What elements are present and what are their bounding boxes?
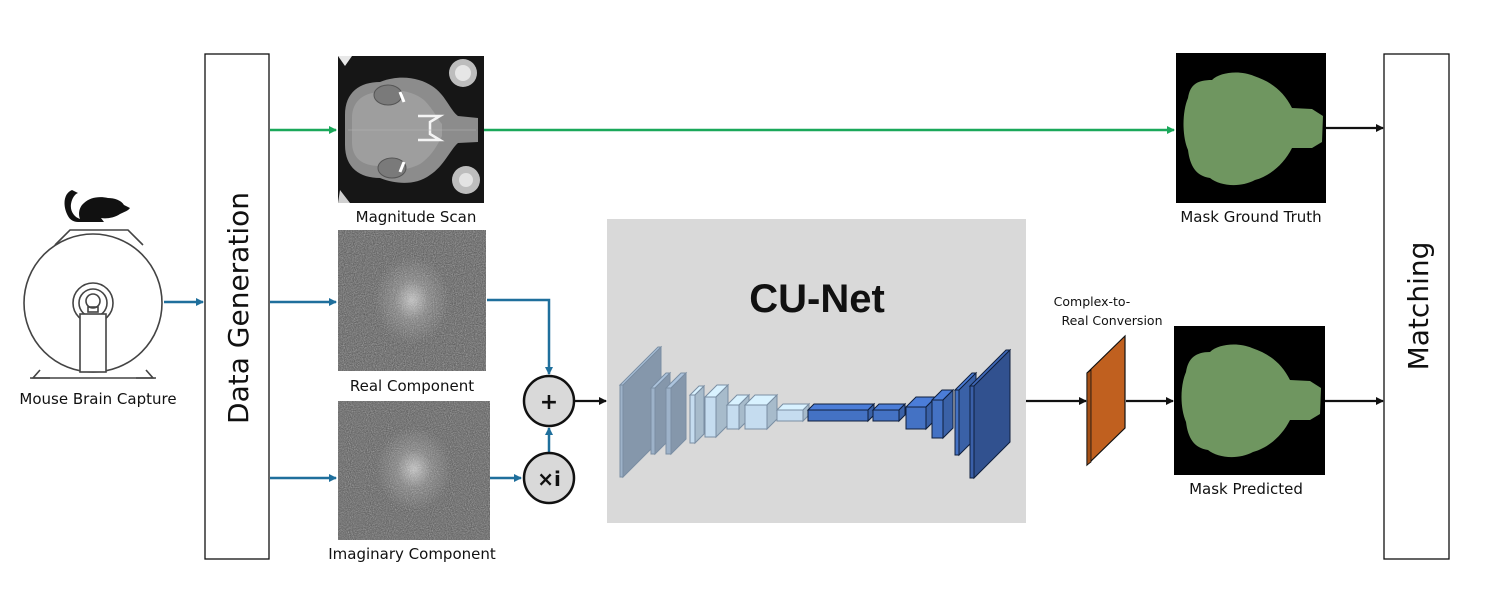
conversion-label-line2: Real Conversion (1061, 313, 1162, 328)
mask-predicted-image (1174, 326, 1325, 475)
cunet-title: CU-Net (749, 277, 885, 321)
cunet-architecture (618, 345, 1012, 480)
encoder-layer-4 (688, 384, 706, 445)
encoder-layer-7 (743, 393, 779, 431)
add-operator: + (522, 374, 576, 428)
data-generation-box (204, 53, 270, 560)
edge-real-to-add (487, 298, 553, 375)
conversion-label-line1: Complex-to- (1054, 294, 1131, 309)
decoder-layer-6 (968, 348, 1012, 480)
encoder-layer-6 (725, 393, 751, 431)
encoder-layer-5 (703, 383, 730, 439)
mri-scanner-icon (23, 229, 163, 379)
mask-ground-truth-image (1176, 53, 1326, 203)
encoder-layer-8 (775, 402, 811, 423)
mask-predicted-label: Mask Predicted (1189, 480, 1303, 498)
matching-label: Matching (1402, 242, 1435, 371)
multiply-i-symbol: ×i (537, 467, 561, 491)
cunet-panel (607, 219, 1026, 523)
real-component-label: Real Component (350, 377, 474, 395)
decoder-layer-2 (871, 402, 907, 423)
multiply-i-operator: ×i (522, 451, 576, 505)
capture-label: Mouse Brain Capture (19, 390, 176, 408)
real-component-image (338, 230, 486, 371)
mask-ground-truth-label: Mask Ground Truth (1180, 208, 1321, 226)
decoder-layer-1 (806, 402, 876, 423)
conversion-layer (1086, 334, 1126, 467)
imaginary-component-image (338, 401, 490, 540)
mouse-icon (64, 190, 130, 222)
decoder-layer-4 (930, 388, 955, 440)
add-symbol: + (540, 390, 558, 415)
magnitude-scan-image (338, 56, 484, 203)
matching-box (1383, 53, 1450, 560)
encoder-layer-3 (664, 371, 688, 456)
imaginary-component-label: Imaginary Component (328, 545, 496, 563)
magnitude-scan-label: Magnitude Scan (356, 208, 477, 226)
data-generation-label: Data Generation (222, 192, 255, 424)
